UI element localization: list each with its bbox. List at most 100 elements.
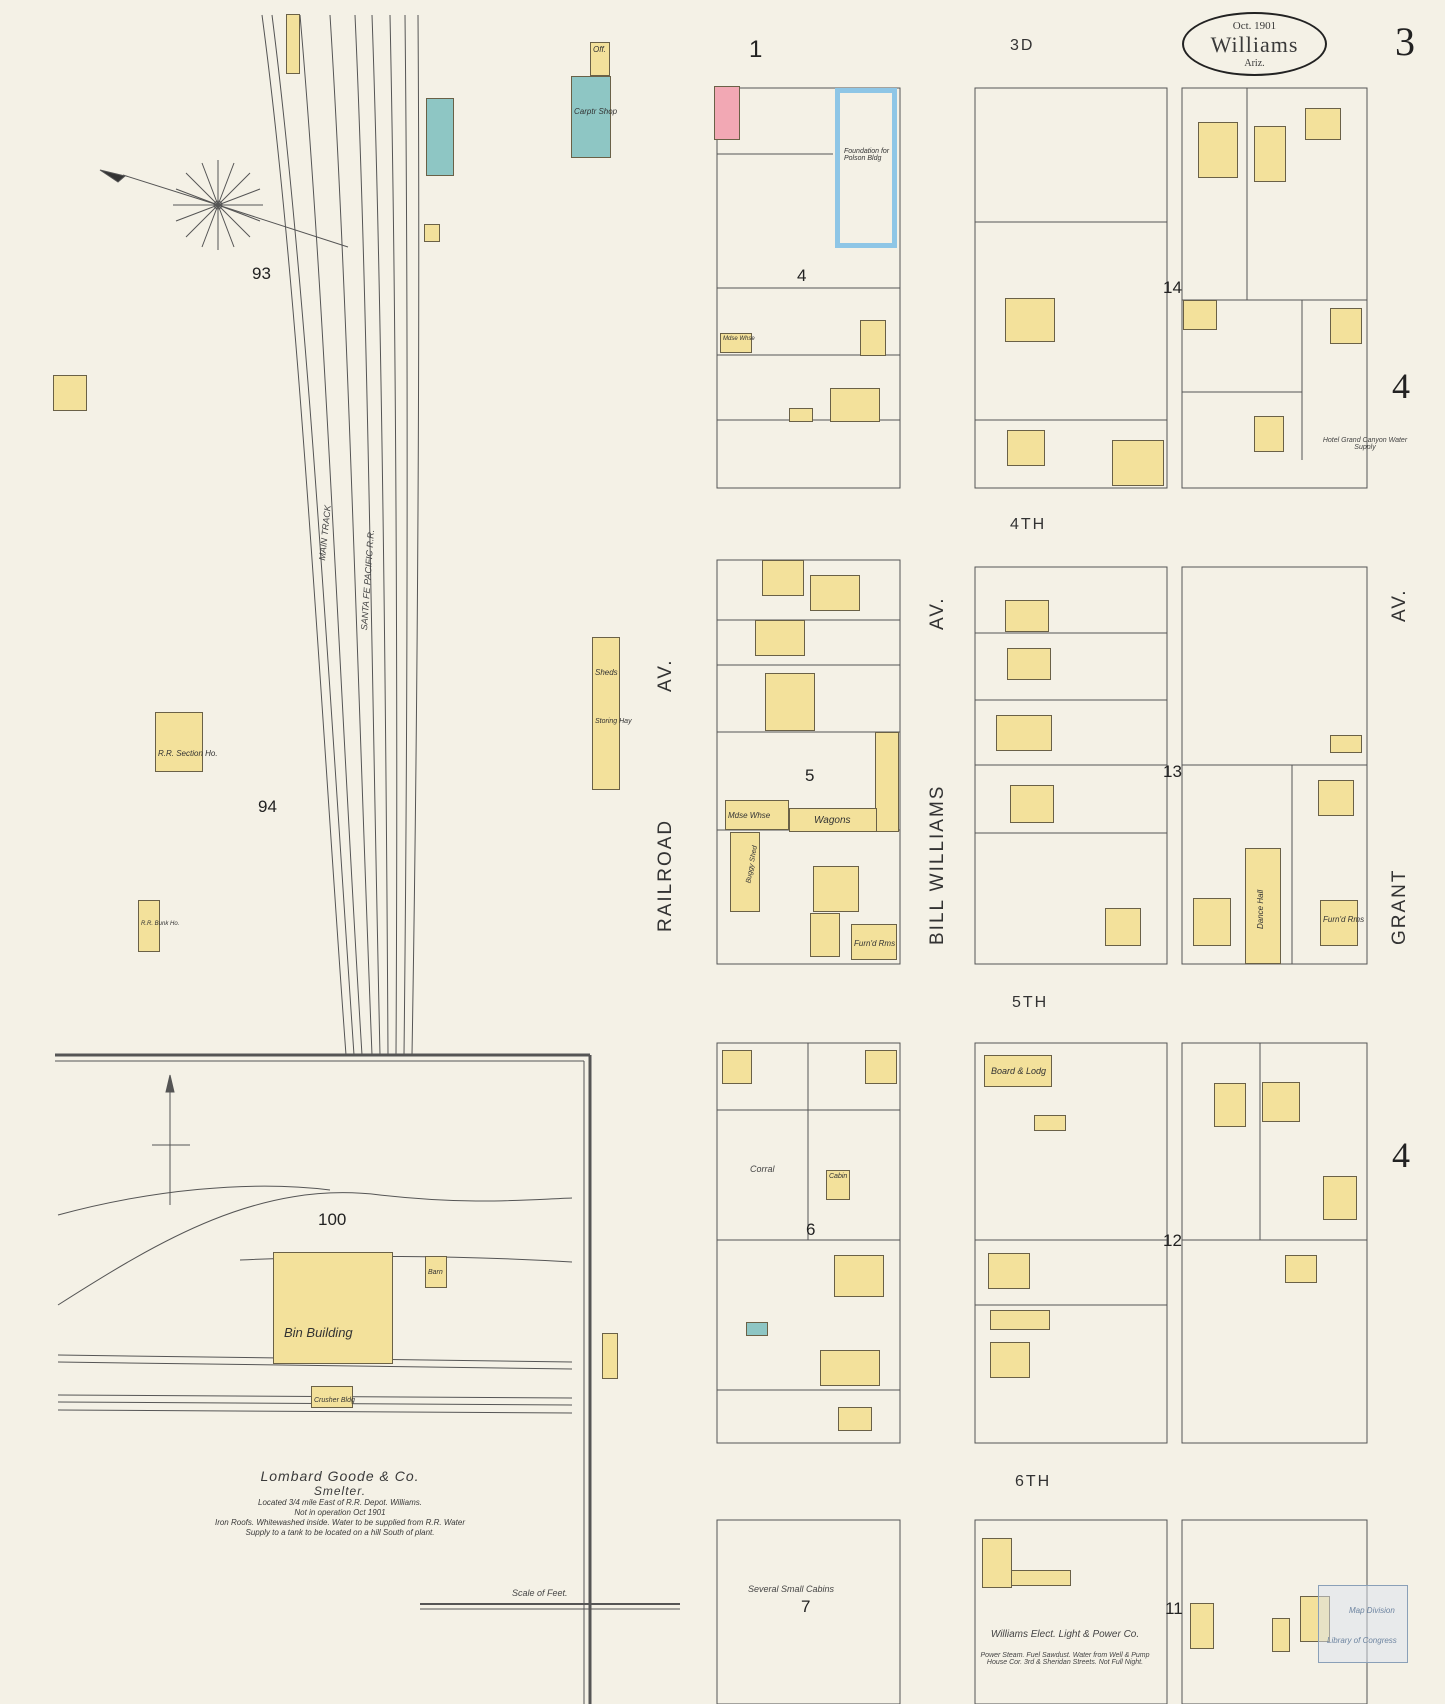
block-number: 6 xyxy=(806,1220,816,1239)
adjoining-sheet-upper: 4 xyxy=(1392,366,1410,406)
building-stone xyxy=(746,1322,768,1336)
street-av-left: AV. xyxy=(655,658,676,692)
building-stone xyxy=(426,98,454,176)
smelter-legend: Lombard Goode & Co. Smelter. Located 3/4… xyxy=(210,1468,470,1538)
dwelling xyxy=(1214,1083,1246,1127)
street-6th: 6TH xyxy=(1015,1473,1052,1490)
dwelling xyxy=(1254,126,1286,182)
smelter-title: Lombard Goode & Co. xyxy=(260,1468,420,1484)
building-outline xyxy=(875,732,899,832)
outbuilding xyxy=(789,408,813,422)
dwelling xyxy=(1272,1618,1290,1652)
dwelling xyxy=(982,1538,1012,1588)
building-outline xyxy=(1330,735,1362,753)
dwelling xyxy=(1323,1176,1357,1220)
outbuilding xyxy=(762,560,804,596)
several-small-cabins-label: Several Small Cabins xyxy=(748,1584,835,1594)
stamp-line1: Map Division xyxy=(1349,1606,1395,1615)
smelter-notes: Iron Roofs. Whitewashed inside. Water to… xyxy=(214,1518,466,1537)
dance-hall: Dance Hall xyxy=(1245,848,1281,964)
dwelling xyxy=(813,866,859,912)
dwelling xyxy=(1254,416,1284,452)
block-number: 13 xyxy=(1163,762,1182,781)
dwelling xyxy=(860,320,886,356)
building-outline xyxy=(1183,300,1217,330)
elect-co-title: Williams Elect. Light & Power Co. xyxy=(990,1629,1140,1640)
dwelling xyxy=(838,1407,872,1431)
block-number: 1 xyxy=(749,36,763,63)
dwelling xyxy=(1007,430,1045,466)
dwelling xyxy=(865,1050,897,1084)
rr-bunk-house: R.R. Bunk Ho. xyxy=(138,900,179,952)
mdse-warehouse: Mdse Whse xyxy=(720,333,755,353)
mdse-warehouse: Mdse Whse xyxy=(725,800,789,830)
block-number: 93 xyxy=(252,264,271,283)
street-5th: 5TH xyxy=(1012,994,1049,1011)
block-number: 14 xyxy=(1163,278,1182,297)
dwelling xyxy=(53,375,87,411)
map-title-cartouche: Oct. 1901 Williams Ariz. xyxy=(1182,12,1327,76)
dwelling xyxy=(1330,308,1362,344)
hotel-water-supply-label: Hotel Grand Canyon Water Supply xyxy=(1322,437,1408,451)
block-number: 12 xyxy=(1163,1231,1182,1250)
street-4th: 4TH xyxy=(1010,516,1047,533)
street-railroad: RAILROAD xyxy=(655,818,676,932)
outbuilding xyxy=(1034,1115,1066,1131)
carpenter-shop: Carptr Shop xyxy=(571,76,617,158)
street-av-mid: AV. xyxy=(927,596,948,630)
rr-section-house: R.R. Section Ho. xyxy=(155,712,218,772)
crusher-building: Crusher Bldg xyxy=(311,1386,355,1408)
elect-co-note: Power Steam. Fuel Sawdust. Water from We… xyxy=(980,1652,1150,1666)
office-building: Off. xyxy=(590,42,610,76)
board-and-lodging: Board & Lodg xyxy=(984,1055,1052,1087)
dwelling xyxy=(990,1342,1030,1378)
dwelling xyxy=(820,1350,880,1386)
dwelling xyxy=(1007,648,1051,680)
dwelling xyxy=(810,575,860,611)
dwelling xyxy=(834,1255,884,1297)
bin-building: Bin Building xyxy=(273,1252,393,1364)
barn: Barn xyxy=(425,1256,447,1288)
block-number: 100 xyxy=(318,1210,347,1229)
dwelling xyxy=(1193,898,1231,946)
dwelling xyxy=(990,1310,1050,1330)
building-outline xyxy=(1285,1255,1317,1283)
dwelling xyxy=(1011,1570,1071,1586)
building-outline xyxy=(602,1333,618,1379)
buggy-shed: Buggy Shed xyxy=(730,832,760,912)
cabin: Cabin xyxy=(826,1170,850,1200)
foundation-polson-bldg: Foundation for Polson Bldg xyxy=(835,88,897,248)
dwelling xyxy=(830,388,880,422)
dwelling xyxy=(1198,122,1238,178)
block-number: 94 xyxy=(258,797,277,816)
furnished-rooms: Furn'd Rms xyxy=(1320,900,1364,946)
block-number: 4 xyxy=(797,266,807,285)
map-date: Oct. 1901 xyxy=(1232,20,1277,32)
dwelling xyxy=(1105,908,1141,946)
dwelling xyxy=(755,620,805,656)
wagon-shed: Wagons xyxy=(789,808,877,832)
brick-store xyxy=(714,86,740,140)
dwelling xyxy=(765,673,815,731)
scale-label: Scale of Feet. xyxy=(512,1588,568,1598)
dwelling xyxy=(722,1050,752,1084)
dwelling xyxy=(988,1253,1030,1289)
adjoining-sheet-lower: 4 xyxy=(1392,1135,1410,1175)
dwelling xyxy=(810,913,840,957)
corral-label: Corral xyxy=(750,1164,775,1174)
building-outline xyxy=(424,224,440,242)
smelter-status: Not in operation Oct 1901 xyxy=(294,1508,386,1517)
block-number: 5 xyxy=(805,766,815,785)
stamp-line2: Library of Congress xyxy=(1327,1636,1397,1645)
dwelling xyxy=(996,715,1052,751)
street-bill-williams: BILL WILLIAMS xyxy=(927,784,948,945)
furnished-rooms: Furn'd Rms xyxy=(851,924,897,960)
building-outline xyxy=(286,14,300,74)
restaurant xyxy=(1112,440,1164,486)
dwelling xyxy=(1190,1603,1214,1649)
dwelling xyxy=(1262,1082,1300,1122)
dwelling xyxy=(1305,108,1341,140)
block-number: 11 xyxy=(1165,1599,1183,1618)
